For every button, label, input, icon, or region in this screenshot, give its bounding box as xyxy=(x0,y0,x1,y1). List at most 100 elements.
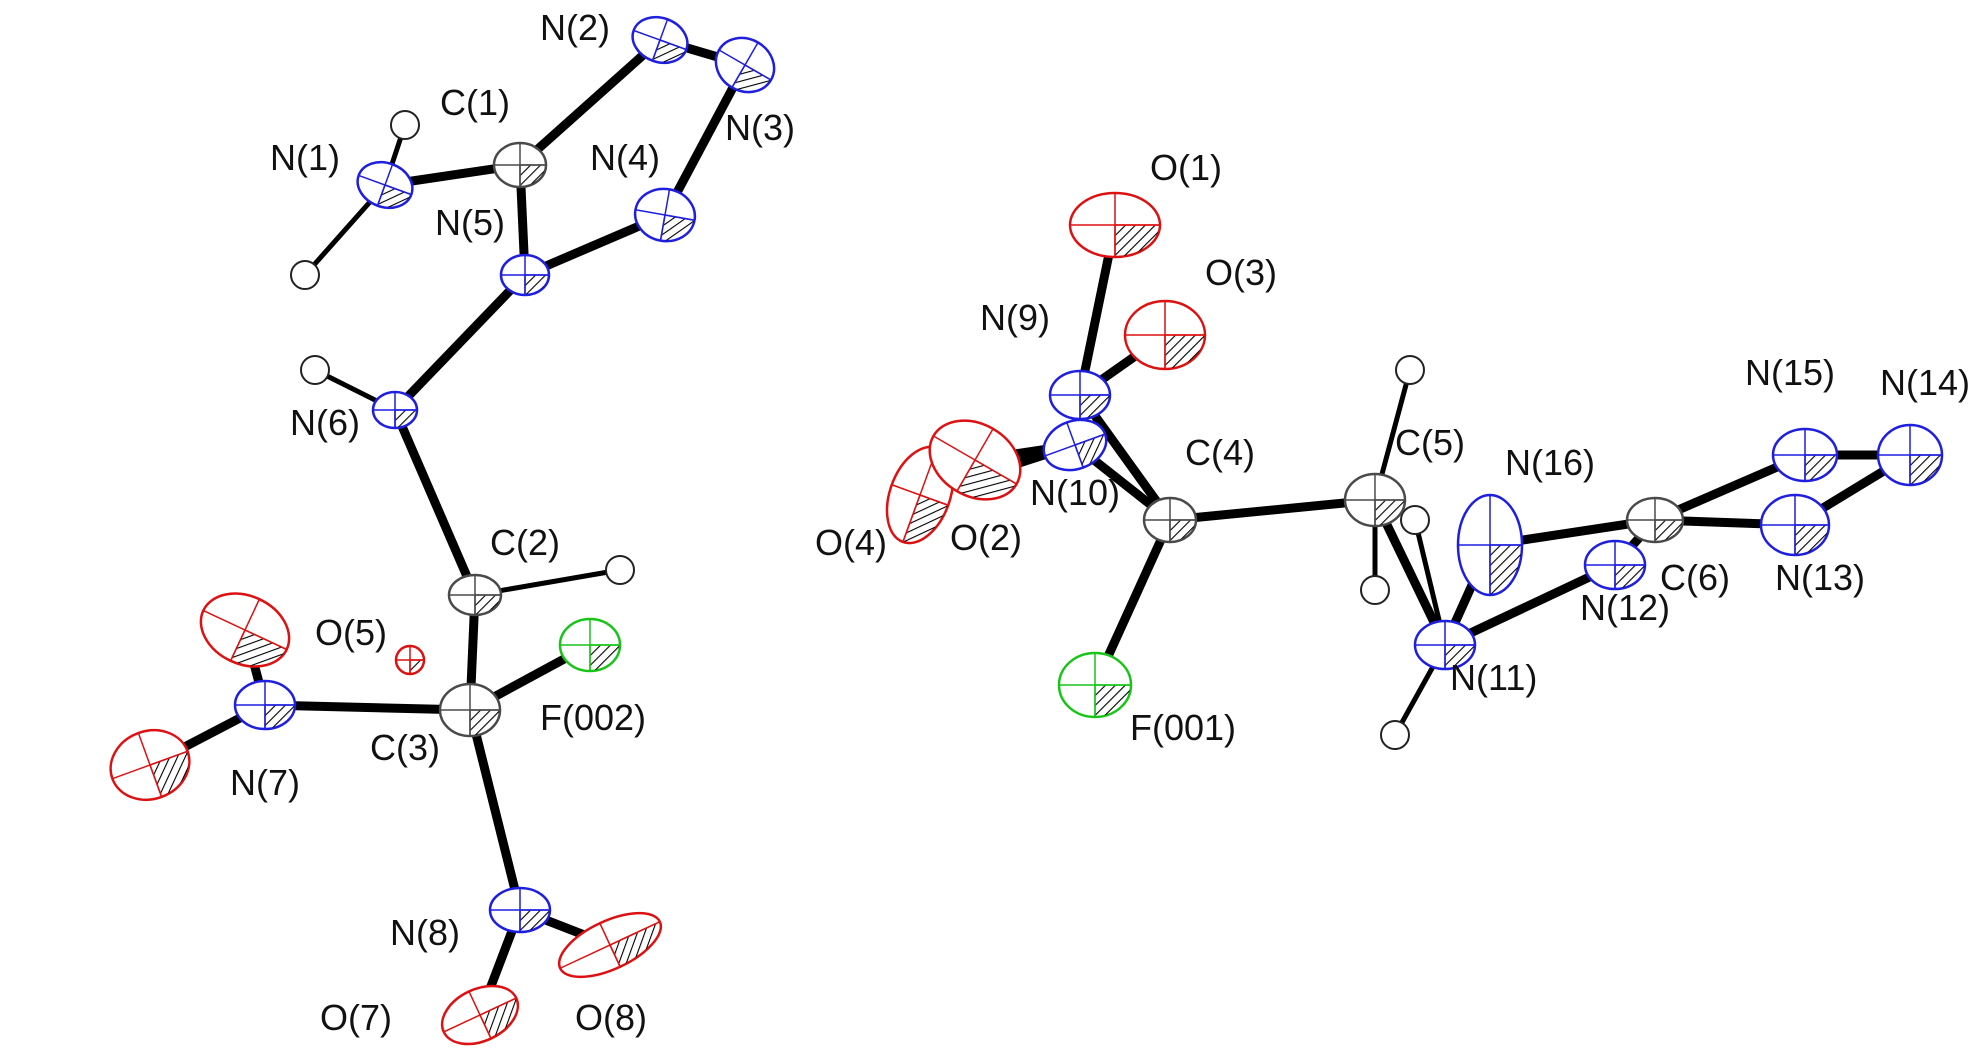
ellipsoid-octant xyxy=(1169,519,1197,543)
atom-label-n16: N(16) xyxy=(1505,442,1595,483)
atom-c4 xyxy=(1142,496,1198,544)
atom-o2 xyxy=(928,419,1022,501)
principal-axis xyxy=(659,189,671,241)
atom-label-n13: N(13) xyxy=(1775,557,1865,598)
atom-label-n8: N(8) xyxy=(390,912,460,953)
atom-layer xyxy=(109,15,1944,1046)
atom-label-o2: O(2) xyxy=(950,517,1022,558)
atom-f001 xyxy=(1057,651,1133,719)
ellipsoid-octant xyxy=(376,184,413,209)
ellipsoid-octant xyxy=(1444,644,1476,670)
ellipsoid-octant xyxy=(519,164,547,188)
bond-n5-n6 xyxy=(390,270,530,415)
atom-label-n14: N(14) xyxy=(1880,362,1970,403)
principal-axis xyxy=(229,598,261,662)
ellipsoid-octant xyxy=(264,704,296,730)
principal-axis xyxy=(468,991,492,1039)
atom-label-o3: O(3) xyxy=(1205,252,1277,293)
atom-c6 xyxy=(1625,496,1685,544)
atom-label-o4: O(4) xyxy=(815,522,887,563)
ellipsoid-octant xyxy=(409,659,425,675)
ellipsoid-octant xyxy=(394,409,418,429)
ellipsoid-octant xyxy=(1794,524,1830,556)
bond-c3-n7 xyxy=(260,700,475,715)
principal-axis xyxy=(956,428,994,492)
ellipsoid-octant xyxy=(1374,499,1406,527)
atom-c1 xyxy=(492,141,548,189)
ellipsoid-octant xyxy=(609,920,662,968)
ellipsoid-octant xyxy=(524,274,550,296)
atom-n8 xyxy=(488,886,552,934)
ellipsoid-octant xyxy=(1654,519,1684,543)
atom-c2 xyxy=(447,573,503,617)
ellipsoid-octant xyxy=(1164,334,1206,370)
atom-n12 xyxy=(1583,539,1647,591)
ellipsoid-octant xyxy=(955,458,1018,501)
ellipsoid-octant xyxy=(229,629,288,668)
atom-c3 xyxy=(438,682,502,738)
ellipsoid-octant xyxy=(1489,544,1523,596)
atom-o7a xyxy=(199,592,291,668)
atom-n4 xyxy=(633,187,697,243)
hydrogen-atom-h5b xyxy=(1360,575,1390,605)
atom-label-n2: N(2) xyxy=(540,7,610,48)
hydrogen-atom-h5a xyxy=(1395,355,1425,385)
atom-label-n6: N(6) xyxy=(290,402,360,443)
atom-n6 xyxy=(371,390,419,430)
hydrogen-atom-h6 xyxy=(300,355,330,385)
atom-n10 xyxy=(1042,418,1108,472)
atom-label-o1: O(1) xyxy=(1150,147,1222,188)
ellipsoid-octant xyxy=(1909,454,1943,486)
atom-label-n10: N(10) xyxy=(1030,472,1120,513)
atom-n2 xyxy=(631,15,689,65)
ellipsoid-octant xyxy=(901,494,950,544)
atom-label-c2: C(2) xyxy=(490,522,560,563)
atom-o7b xyxy=(109,728,191,802)
atom-label-c6: C(6) xyxy=(1660,557,1730,598)
bond-c4-c5 xyxy=(1165,495,1380,525)
atom-n9 xyxy=(1048,369,1112,421)
ellipsoid-octant xyxy=(474,594,502,616)
bond-c1-n2 xyxy=(515,35,665,170)
ellipsoid-octant xyxy=(1079,394,1111,420)
atom-label-o8: O(8) xyxy=(575,997,647,1038)
principal-axis xyxy=(137,732,163,798)
ellipsoid-octant xyxy=(589,644,621,672)
ellipsoid-octant xyxy=(149,750,191,798)
atom-o7 xyxy=(440,984,520,1046)
atom-n11 xyxy=(1413,619,1477,671)
atom-o1 xyxy=(1068,191,1162,259)
atom-label-n12: N(12) xyxy=(1580,587,1670,628)
atom-label-c4: C(4) xyxy=(1185,432,1255,473)
atom-n3 xyxy=(714,36,776,94)
principal-axis xyxy=(731,42,759,88)
principal-axis xyxy=(651,19,669,61)
label-layer: N(1)C(1)N(2)N(3)N(4)N(5)N(6)C(2)O(5)C(3)… xyxy=(230,7,1970,1038)
atom-n1 xyxy=(356,160,414,210)
bond-c3-n8 xyxy=(465,705,525,915)
atom-n7 xyxy=(233,679,297,731)
principal-axis xyxy=(376,164,394,206)
atom-label-n9: N(9) xyxy=(980,297,1050,338)
principal-axis xyxy=(599,922,621,968)
atom-label-c3: C(3) xyxy=(370,727,440,768)
bond-n6-c2 xyxy=(390,405,480,600)
bond-n11-n12 xyxy=(1440,560,1620,650)
atom-label-n4: N(4) xyxy=(590,137,660,178)
ellipsoid-octant xyxy=(651,39,688,64)
atom-label-o7: O(7) xyxy=(320,997,392,1038)
atom-o5 xyxy=(394,644,426,676)
atom-c5 xyxy=(1343,472,1407,528)
atom-label-n1: N(1) xyxy=(270,137,340,178)
atom-n14 xyxy=(1876,423,1944,487)
ellipsoid-octant xyxy=(659,214,696,242)
atom-label-n15: N(15) xyxy=(1745,352,1835,393)
atom-o8 xyxy=(557,911,663,979)
ellipsoid-octant xyxy=(1114,224,1161,258)
hydrogen-atom-h2 xyxy=(605,555,635,585)
atom-label-n5: N(5) xyxy=(435,202,505,243)
atom-n5 xyxy=(499,253,551,297)
atom-label-c1: C(1) xyxy=(440,82,510,123)
atom-label-n7: N(7) xyxy=(230,762,300,803)
